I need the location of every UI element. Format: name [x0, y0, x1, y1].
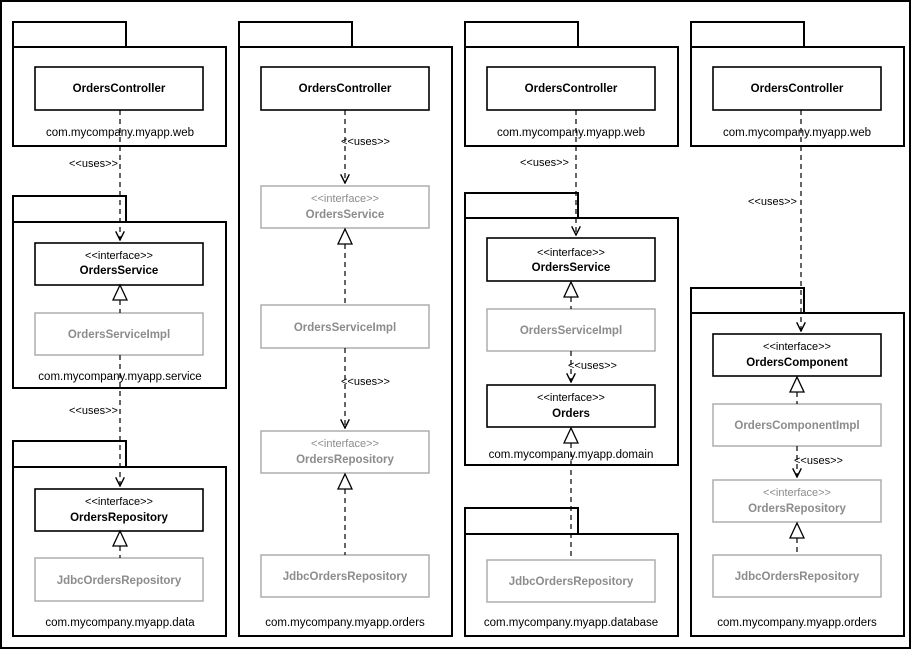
interface-orders-component: <<interface>> OrdersComponent	[712, 333, 882, 377]
column-1: com.mycompany.myapp.web com.mycompany.my…	[12, 21, 227, 637]
package-name: com.mycompany.myapp.web	[723, 127, 871, 139]
class-label: JdbcOrdersRepository	[57, 575, 182, 587]
interface-orders-repository: <<interface>> OrdersRepository	[712, 479, 882, 523]
stereotype-label: <<interface>>	[763, 341, 831, 353]
class-label: OrdersService	[80, 265, 159, 277]
class-label: OrdersController	[299, 83, 392, 95]
uses-label: <<uses>>	[341, 376, 390, 388]
interface-orders-service: <<interface>> OrdersService	[34, 242, 204, 286]
class-label: Orders	[552, 408, 590, 420]
package-orders: com.mycompany.myapp.orders	[690, 287, 905, 637]
interface-orders-repository: <<interface>> OrdersRepository	[34, 488, 204, 532]
class-orders-controller: OrdersController	[260, 66, 430, 111]
uses-label: <<uses>>	[341, 136, 390, 148]
class-label: OrdersRepository	[70, 512, 168, 524]
class-label: OrdersService	[532, 262, 611, 274]
class-orders-service-impl: OrdersServiceImpl	[486, 308, 656, 352]
class-label: OrdersRepository	[296, 454, 394, 466]
package-database: com.mycompany.myapp.database	[464, 507, 679, 637]
class-jdbc-orders-repository: JdbcOrdersRepository	[34, 557, 204, 602]
uses-label: <<uses>>	[748, 196, 797, 208]
package-name: com.mycompany.myapp.web	[497, 127, 645, 139]
class-jdbc-orders-repository: JdbcOrdersRepository	[712, 554, 882, 598]
class-label: OrdersComponentImpl	[734, 420, 859, 432]
interface-orders-service: <<interface>> OrdersService	[260, 185, 430, 229]
uses-label: <<uses>>	[794, 455, 843, 467]
package-web: com.mycompany.myapp.web	[464, 21, 679, 147]
class-jdbc-orders-repository: JdbcOrdersRepository	[260, 554, 430, 598]
uses-label: <<uses>>	[520, 157, 569, 169]
realization-arrowhead	[788, 375, 806, 393]
interface-orders-repository: <<interface>> OrdersRepository	[260, 430, 430, 474]
realization-arrowhead	[111, 529, 129, 547]
stereotype-label: <<interface>>	[537, 392, 605, 404]
realization-arrowhead	[562, 426, 580, 444]
class-label: OrdersServiceImpl	[294, 322, 396, 334]
class-label: JdbcOrdersRepository	[735, 571, 860, 583]
stereotype-label: <<interface>>	[537, 247, 605, 259]
class-orders-component-impl: OrdersComponentImpl	[712, 403, 882, 447]
package-web: com.mycompany.myapp.web	[690, 21, 905, 147]
realization-arrowhead	[336, 227, 354, 245]
package-name: com.mycompany.myapp.orders	[717, 617, 877, 629]
column-2: com.mycompany.myapp.orders OrdersControl…	[238, 21, 453, 637]
uses-label: <<uses>>	[69, 405, 118, 417]
class-label: OrdersService	[306, 209, 385, 221]
stereotype-label: <<interface>>	[763, 487, 831, 499]
stereotype-label: <<interface>>	[85, 496, 153, 508]
package-name: com.mycompany.myapp.orders	[265, 617, 425, 629]
column-4: com.mycompany.myapp.web com.mycompany.my…	[690, 21, 905, 637]
column-3: com.mycompany.myapp.web com.mycompany.my…	[464, 21, 679, 637]
realization-arrowhead	[336, 472, 354, 490]
package-data: com.mycompany.myapp.data	[12, 440, 227, 637]
class-label: OrdersServiceImpl	[68, 329, 170, 341]
realization-arrowhead	[562, 280, 580, 298]
class-label: JdbcOrdersRepository	[283, 571, 408, 583]
class-label: OrdersRepository	[748, 503, 846, 515]
class-orders-service-impl: OrdersServiceImpl	[34, 312, 204, 356]
interface-orders-service: <<interface>> OrdersService	[486, 237, 656, 282]
stereotype-label: <<interface>>	[85, 250, 153, 262]
class-label: OrdersController	[73, 83, 166, 95]
uses-label: <<uses>>	[69, 158, 118, 170]
package-orders: com.mycompany.myapp.orders	[238, 21, 453, 637]
class-jdbc-orders-repository: JdbcOrdersRepository	[486, 559, 656, 603]
realization-arrowhead	[788, 521, 806, 539]
realization-arrowhead	[111, 283, 129, 301]
package-name: com.mycompany.myapp.data	[45, 617, 195, 629]
stereotype-label: <<interface>>	[311, 438, 379, 450]
package-name: com.mycompany.myapp.database	[484, 617, 658, 629]
stereotype-label: <<interface>>	[311, 193, 379, 205]
class-label: OrdersComponent	[746, 357, 848, 369]
class-orders-controller: OrdersController	[712, 66, 882, 111]
uses-label: <<uses>>	[568, 360, 617, 372]
class-orders-controller: OrdersController	[34, 66, 204, 111]
interface-orders: <<interface>> Orders	[486, 384, 656, 428]
class-label: OrdersController	[751, 83, 844, 95]
class-orders-service-impl: OrdersServiceImpl	[260, 304, 430, 349]
class-label: OrdersController	[525, 83, 618, 95]
class-label: JdbcOrdersRepository	[509, 576, 634, 588]
class-label: OrdersServiceImpl	[520, 325, 622, 337]
class-orders-controller: OrdersController	[486, 66, 656, 111]
